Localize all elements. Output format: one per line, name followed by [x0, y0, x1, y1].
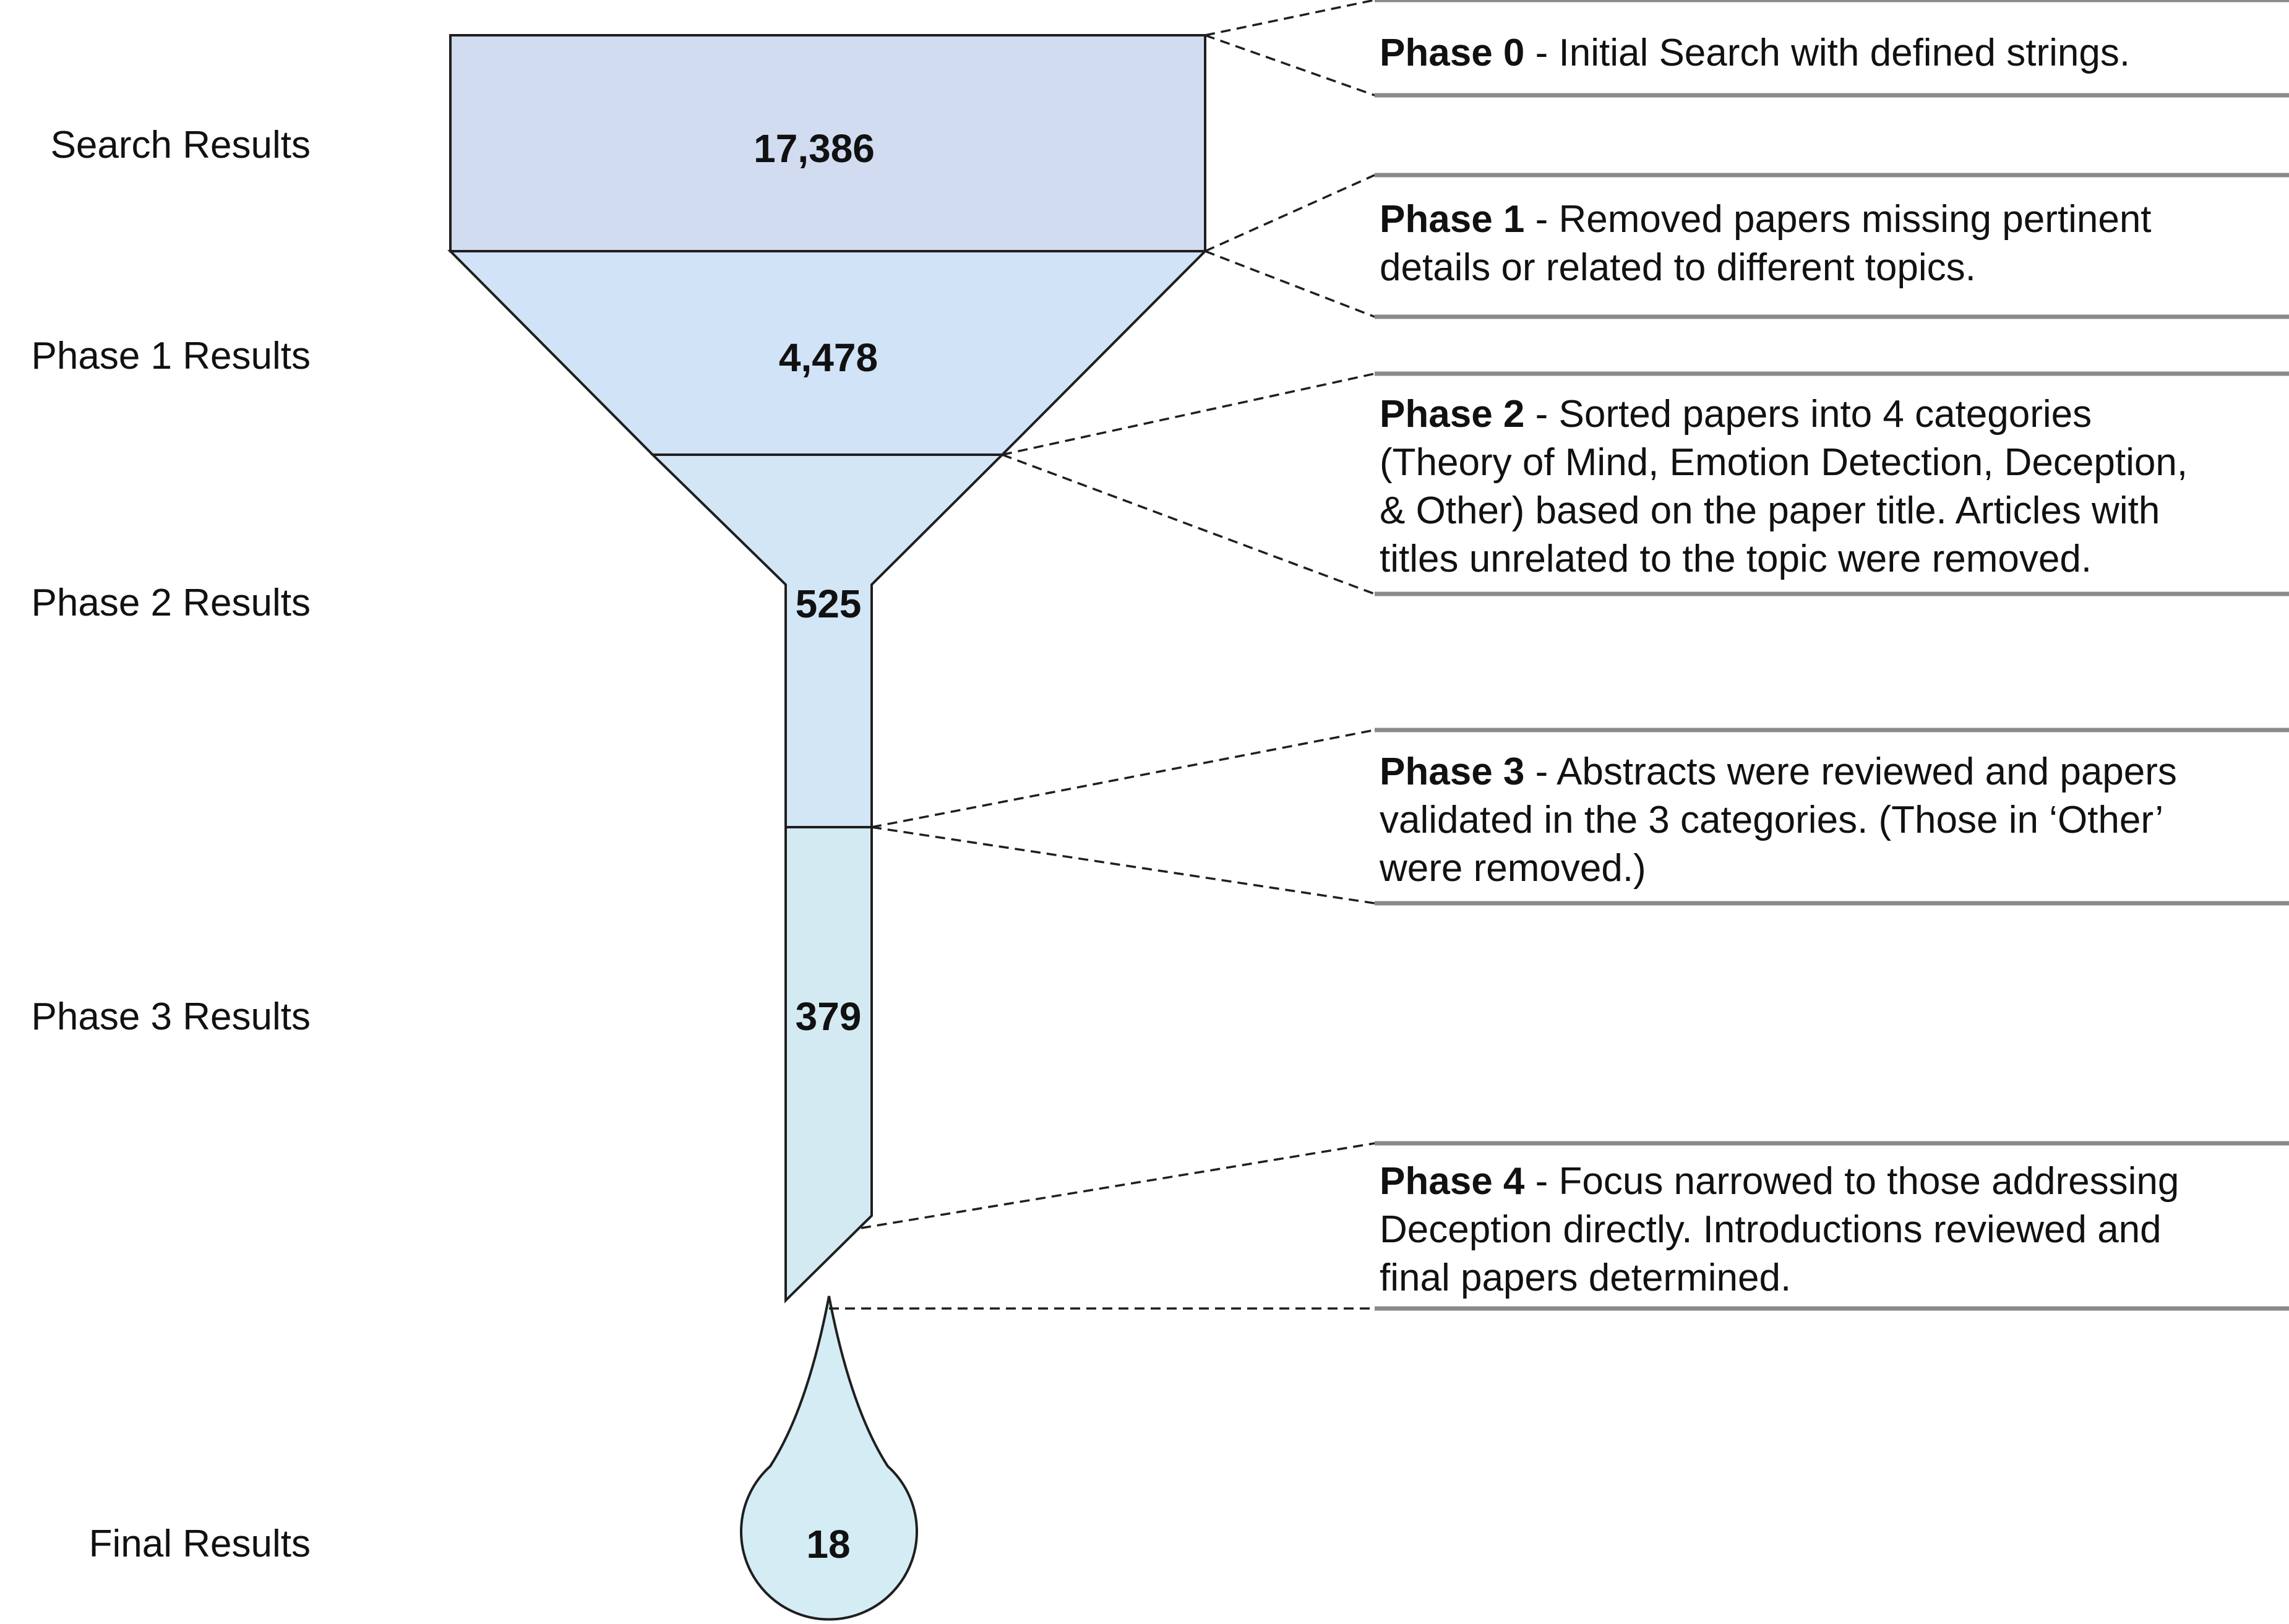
- phase-4-description: Phase 4 - Focus narrowed to those addres…: [1380, 1160, 2190, 1299]
- leader-phase-2-bottom: [1002, 453, 1375, 595]
- leader-phase-3-top: [871, 729, 1375, 828]
- phase-4-line-1: - Focus narrowed to those addressing: [1524, 1160, 2179, 1203]
- stage-label-final: Final Results: [89, 1523, 311, 1565]
- leader-phase-1-top: [1205, 174, 1375, 252]
- phase-0-description: Phase 0 - Initial Search with defined st…: [1380, 32, 2130, 74]
- phase-2-line-2: (Theory of Mind, Emotion Detection, Dece…: [1380, 441, 2188, 484]
- phase-4-line-2: Deception directly. Introductions review…: [1380, 1208, 2162, 1251]
- separator-rules: [1375, 0, 2289, 1311]
- leader-phase-4-top: [861, 1142, 1375, 1229]
- leader-lines: [829, 0, 1375, 1310]
- phase-1-line-2: details or related to different topics.: [1380, 246, 1976, 289]
- leader-phase-0-bottom: [1205, 34, 1375, 97]
- phase-1-name: Phase 1: [1380, 198, 1524, 241]
- phase-4-line-3: final papers determined.: [1380, 1257, 1791, 1299]
- stage-label-search: Search Results: [51, 124, 311, 166]
- phase-2-line-1: - Sorted papers into 4 categories: [1524, 393, 2092, 436]
- count-phase-2: 525: [796, 582, 862, 626]
- funnel: [447, 34, 1208, 1621]
- leader-phase-0-top: [1205, 0, 1375, 37]
- final-results-drop: [740, 1295, 918, 1621]
- phase-3-line-1: - Abstracts were reviewed and papers: [1524, 750, 2177, 793]
- phase-3-line-3: were removed.): [1379, 847, 1646, 890]
- count-final: 18: [806, 1522, 850, 1566]
- phase-0-name: Phase 0: [1380, 32, 1524, 74]
- phase-1-description: Phase 1 - Removed papers missing pertine…: [1380, 198, 2162, 289]
- phase-3-description: Phase 3 - Abstracts were reviewed and pa…: [1379, 750, 2188, 890]
- stage-labels: Search Results Phase 1 Results Phase 2 R…: [32, 124, 311, 1565]
- count-phase-1: 4,478: [779, 335, 878, 380]
- phase-2-line-4: titles unrelated to the topic were remov…: [1380, 538, 2092, 580]
- phase-3-results-block: [784, 826, 873, 1304]
- phase-0-line-1: - Initial Search with defined strings.: [1524, 32, 2130, 74]
- count-search: 17,386: [754, 126, 875, 171]
- count-phase-3: 379: [796, 994, 862, 1039]
- phase-4-name: Phase 4: [1380, 1160, 1525, 1203]
- stage-label-phase-2: Phase 2 Results: [32, 582, 311, 624]
- phase-descriptions: Phase 0 - Initial Search with defined st…: [1379, 32, 2198, 1299]
- phase-1-line-1: - Removed papers missing pertinent: [1524, 198, 2151, 241]
- stage-counts: 17,386 4,478 525 379 18: [754, 126, 878, 1566]
- phase-3-line-2: validated in the 3 categories. (Those in…: [1380, 799, 2162, 841]
- phase-2-results-block: [650, 453, 1005, 828]
- phase-2-description: Phase 2 - Sorted papers into 4 categorie…: [1380, 393, 2198, 580]
- phase-2-name: Phase 2: [1380, 393, 1524, 436]
- phase-2-line-3: & Other) based on the paper title. Artic…: [1380, 489, 2160, 532]
- leader-phase-1-bottom: [1205, 250, 1375, 318]
- stage-label-phase-3: Phase 3 Results: [32, 995, 311, 1038]
- stage-label-phase-1: Phase 1 Results: [32, 335, 311, 377]
- leader-phase-3-bottom: [871, 826, 1375, 904]
- phase-3-name: Phase 3: [1380, 750, 1524, 793]
